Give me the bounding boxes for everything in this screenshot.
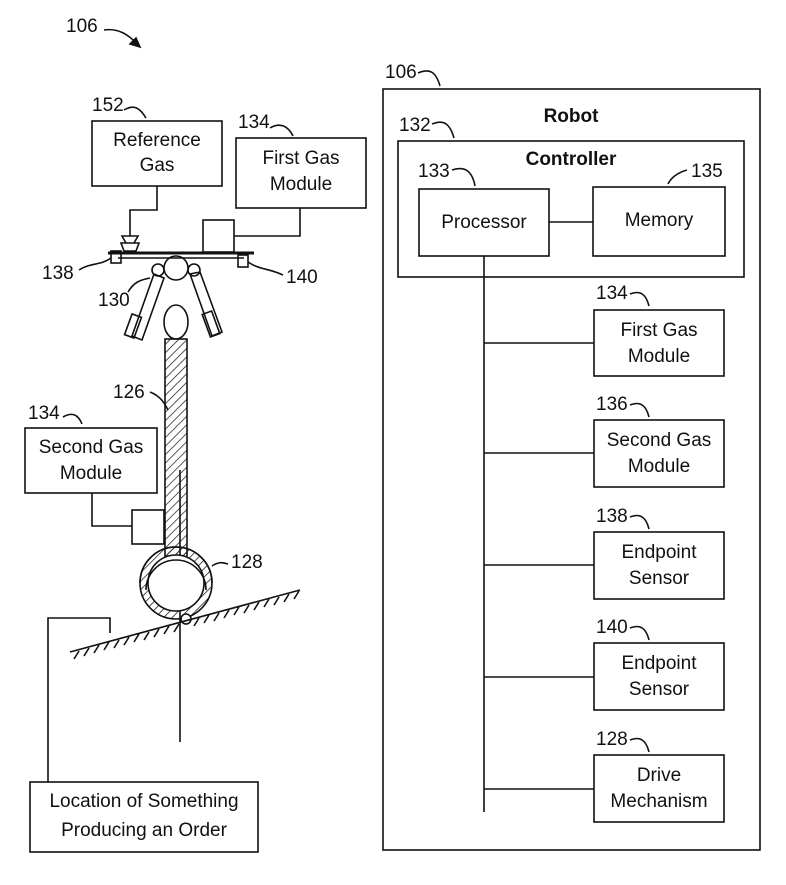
reference-gas-valve	[119, 235, 141, 252]
module-endpoint-140-label-1: Endpoint	[621, 653, 697, 674]
second-gas-module-label-2: Module	[59, 463, 123, 484]
location-label-1: Location of Something	[49, 791, 239, 812]
second-gas-module-box	[24, 427, 158, 494]
tether-ref: 126	[113, 382, 145, 403]
location-label-2: Producing an Order	[61, 820, 227, 841]
memory-ref-leader	[667, 169, 688, 185]
robot-body	[163, 304, 189, 340]
first-gas-line	[234, 208, 301, 237]
module-endpoint-140	[484, 625, 725, 711]
endpoint-sensor-right-block	[237, 254, 249, 268]
module-first-gas	[484, 291, 725, 377]
second-gas-module-leader	[62, 413, 83, 425]
module-second-gas-label-1: Second Gas	[606, 430, 712, 451]
first-gas-module-leader	[269, 124, 294, 137]
module-endpoint-138-label-2: Sensor	[628, 568, 690, 589]
robot-joint-right	[187, 263, 201, 277]
controller-ref-leader	[431, 121, 455, 139]
arm-assembly-ref: 130	[98, 290, 130, 311]
drive-wheel	[139, 546, 213, 620]
second-gas-block	[131, 509, 165, 545]
second-gas-line	[91, 493, 132, 527]
module-endpoint-138-ref: 138	[596, 506, 628, 527]
endpoint-sensor-left-ref: 138	[42, 263, 74, 284]
figure-ref-number: 106	[66, 16, 98, 37]
processor-label: Processor	[441, 212, 527, 233]
processor-ref: 133	[418, 161, 450, 182]
robot-box	[382, 88, 761, 851]
first-gas-block	[202, 219, 235, 253]
drive-mechanism-ref: 128	[231, 552, 263, 573]
module-first-gas-label-2: Module	[627, 346, 691, 367]
module-second-gas-label-2: Module	[627, 456, 691, 477]
module-endpoint-140-ref: 140	[596, 617, 628, 638]
module-first-gas-label-1: First Gas	[620, 320, 698, 341]
module-endpoint-140-label-2: Sensor	[628, 679, 690, 700]
robot-title: Robot	[543, 106, 599, 127]
reference-gas-label-1: Reference	[113, 130, 201, 151]
module-second-gas	[484, 402, 725, 488]
module-endpoint-138	[484, 514, 725, 600]
module-endpoint-138-label-1: Endpoint	[621, 542, 697, 563]
second-gas-module-label-1: Second Gas	[38, 437, 144, 458]
tether-leader	[149, 391, 169, 411]
drive-mechanism-leader	[211, 561, 229, 567]
figure-ref-arrowhead	[128, 36, 142, 49]
memory-ref: 135	[691, 161, 723, 182]
endpoint-sensor-right-leader	[247, 261, 284, 276]
robot-head	[163, 255, 189, 281]
tether-column	[164, 338, 188, 562]
module-second-gas-ref: 136	[596, 394, 628, 415]
module-drive-label-2: Mechanism	[610, 791, 708, 812]
module-drive-label-1: Drive	[636, 765, 682, 786]
reference-gas-line	[129, 186, 158, 236]
module-first-gas-ref: 134	[596, 283, 628, 304]
module-drive-ref: 128	[596, 729, 628, 750]
first-gas-module-label-1: First Gas	[262, 148, 340, 169]
controller-title: Controller	[525, 149, 617, 170]
reference-gas-ref: 152	[92, 95, 124, 116]
first-gas-module-box	[235, 137, 367, 209]
arm-right	[188, 271, 224, 339]
endpoint-sensor-left-leader	[78, 257, 112, 271]
processor-ref-leader	[451, 167, 476, 187]
arm-assembly-leader	[127, 277, 151, 293]
arm-left	[123, 272, 166, 342]
location-box	[29, 781, 259, 853]
location-connector	[47, 617, 111, 782]
reference-gas-leader	[123, 106, 147, 119]
ground	[69, 589, 301, 660]
reference-gas-label-2: Gas	[139, 155, 175, 176]
controller-ref: 132	[399, 115, 431, 136]
controller-box	[397, 140, 745, 278]
second-gas-module-ref: 134	[28, 403, 60, 424]
endpoint-sensor-right-ref: 140	[286, 267, 318, 288]
memory-label: Memory	[624, 210, 694, 231]
robot-ref-leader	[417, 70, 441, 87]
module-drive	[484, 737, 725, 823]
robot-ref: 106	[385, 62, 417, 83]
first-gas-module-label-2: Module	[269, 174, 333, 195]
first-gas-module-ref: 134	[238, 112, 270, 133]
endpoint-sensor-left-block	[110, 250, 122, 264]
